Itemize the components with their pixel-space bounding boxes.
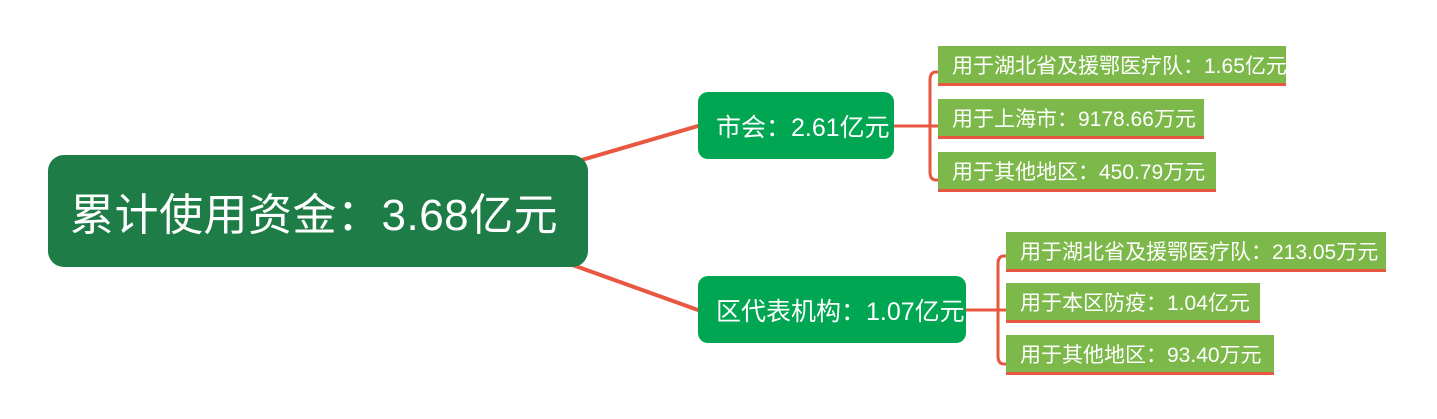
leaf-node-1-3-label: 用于其他地区：450.79万元 [952,160,1206,184]
leaf-node-2-2[interactable]: 用于本区防疫：1.04亿元 [1006,283,1260,323]
leaf-node-2-1-label: 用于湖北省及援鄂医疗队：213.05万元 [1020,240,1379,264]
leaf-node-2-3-label: 用于其他地区：93.40万元 [1020,343,1262,367]
leaf-node-2-1[interactable]: 用于湖北省及援鄂医疗队：213.05万元 [1006,232,1386,272]
branch-node-1[interactable]: 市会：2.61亿元 [698,92,894,159]
leaf-node-1-3[interactable]: 用于其他地区：450.79万元 [938,152,1216,192]
leaf-node-2-2-label: 用于本区防疫：1.04亿元 [1020,291,1250,315]
root-node-label: 累计使用资金：3.68亿元 [70,191,559,240]
connector-branch-2-spine [996,254,1006,366]
leaf-node-2-3[interactable]: 用于其他地区：93.40万元 [1006,335,1274,375]
connector-branch-1-spine [928,70,938,182]
branch-node-2-label: 区代表机构：1.07亿元 [716,297,965,326]
root-node[interactable]: 累计使用资金：3.68亿元 [48,155,588,267]
leaf-node-1-2[interactable]: 用于上海市：9178.66万元 [938,99,1204,139]
leaf-node-1-1-label: 用于湖北省及援鄂医疗队：1.65亿元 [952,54,1287,78]
branch-node-2[interactable]: 区代表机构：1.07亿元 [698,276,966,343]
connector-root-to-branch-2 [554,257,700,312]
connector-root-to-branch-1 [566,124,700,166]
branch-node-1-label: 市会：2.61亿元 [716,113,890,142]
leaf-node-1-2-label: 用于上海市：9178.66万元 [952,107,1196,131]
leaf-node-1-1[interactable]: 用于湖北省及援鄂医疗队：1.65亿元 [938,46,1287,86]
